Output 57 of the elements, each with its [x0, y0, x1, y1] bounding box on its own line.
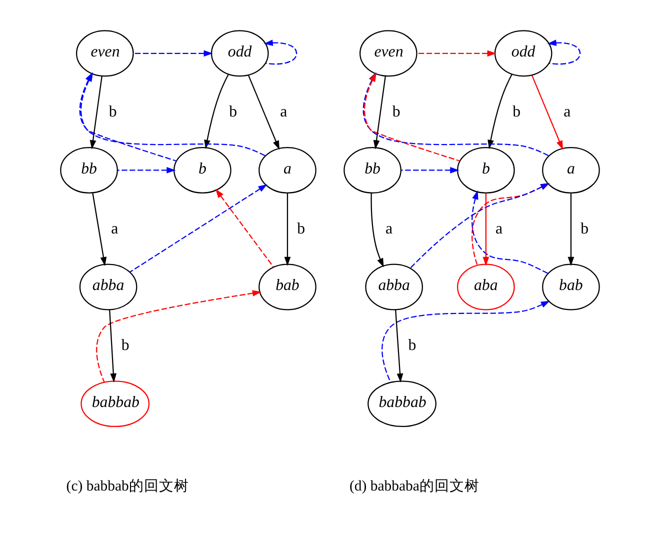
node-ellipse: even	[358, 30, 417, 77]
arrow	[482, 193, 489, 266]
edge-label: a	[110, 220, 118, 238]
node-ellipse: odd	[210, 30, 268, 77]
arrow	[89, 76, 102, 150]
edge-label: a	[385, 220, 392, 238]
arrow	[381, 300, 550, 382]
arrow	[132, 50, 212, 57]
label: (d) babbaba的回文树	[349, 478, 479, 494]
arrow	[471, 182, 550, 266]
edge-label: b	[296, 220, 305, 238]
arrow	[400, 167, 459, 174]
arrow	[204, 74, 228, 150]
arrow	[546, 40, 580, 65]
edge-label: b	[120, 337, 129, 354]
edge-label: a	[495, 220, 502, 238]
arrow	[108, 310, 116, 383]
node-ellipse: abba	[78, 264, 137, 310]
arrow	[567, 193, 574, 266]
arrow	[92, 192, 106, 266]
edge-label: b	[108, 104, 116, 121]
arrow	[409, 182, 550, 269]
arrow	[263, 40, 297, 65]
arrow	[117, 167, 176, 174]
arrow	[370, 192, 384, 268]
node-ellipse: aba	[456, 264, 514, 310]
node-ellipse: even	[75, 30, 134, 77]
edge-label: a	[280, 104, 287, 121]
arrow	[471, 190, 548, 274]
edge-label: b	[408, 337, 416, 354]
node-ellipse: babbab	[80, 380, 150, 428]
node-ellipse: abba	[364, 264, 422, 310]
node-ellipse: bab	[258, 264, 316, 310]
arrow	[416, 50, 496, 57]
arrow	[372, 76, 386, 150]
node-ellipse: odd	[494, 30, 552, 77]
edge-label: b	[512, 104, 520, 121]
arrow	[487, 74, 512, 150]
node-ellipse: bab	[542, 264, 600, 310]
arrow	[394, 310, 403, 383]
arrow	[214, 188, 274, 268]
arrow	[284, 193, 290, 266]
node-ellipse: b	[173, 146, 231, 194]
arrow	[129, 184, 267, 272]
edge-label: b	[392, 104, 400, 121]
node-ellipse: a	[542, 146, 600, 194]
node-ellipse: babbab	[367, 380, 436, 428]
label: (c) babbab的回文树	[66, 478, 188, 494]
edge-label: a	[563, 104, 570, 121]
node-ellipse: bb	[60, 146, 118, 194]
edge-label: b	[580, 220, 588, 238]
node-ellipse: b	[456, 146, 514, 194]
arrow	[248, 75, 279, 150]
arrow	[96, 290, 262, 382]
edge-label: b	[228, 104, 237, 121]
arrow	[531, 75, 562, 150]
node-ellipse: bb	[343, 146, 401, 194]
